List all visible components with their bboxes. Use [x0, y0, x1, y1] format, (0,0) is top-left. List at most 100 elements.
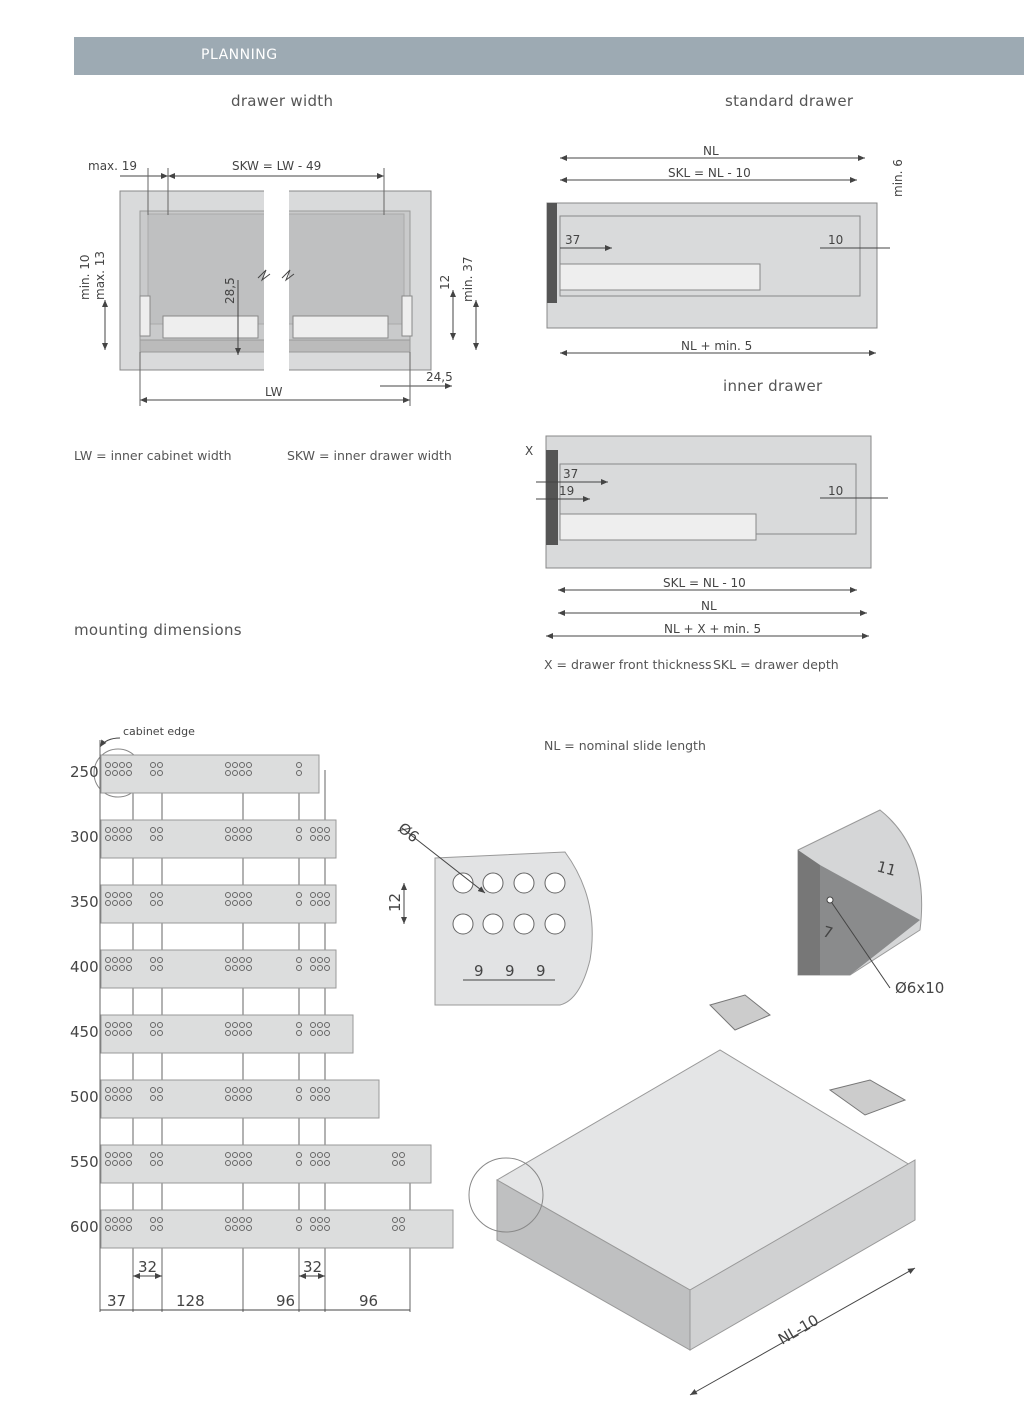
rail-hole [296, 827, 302, 833]
rail-hole [105, 1095, 111, 1101]
rail-hole [239, 762, 245, 768]
rail-hole [112, 1087, 118, 1093]
rail-hole [296, 1160, 302, 1166]
legend-x: X = drawer front thickness [544, 657, 712, 672]
rail-hole [112, 1160, 118, 1166]
rail-hole [239, 1160, 245, 1166]
rail-hole [310, 1022, 316, 1028]
rail-hole [239, 1087, 245, 1093]
hole-detail-diagram: Ø6 12 9 9 9 [386, 819, 593, 1006]
dim-lw: LW [265, 385, 283, 399]
rail-hole [246, 1217, 252, 1223]
section-header: PLANNING [74, 37, 1024, 75]
std-skl: SKL = NL - 10 [668, 166, 751, 180]
rail-hole [105, 1087, 111, 1093]
rail-hole [317, 1217, 323, 1223]
hole-9a: 9 [474, 962, 484, 980]
rail-hole [150, 835, 156, 841]
rail-hole [310, 1225, 316, 1231]
legend-lw: LW = inner cabinet width [74, 448, 232, 463]
rail-hole [112, 1217, 118, 1223]
rail-hole [225, 1087, 231, 1093]
rail-hole [324, 892, 330, 898]
rail-hole [119, 900, 125, 906]
rail-hole [105, 1152, 111, 1158]
rail-hole [157, 1160, 163, 1166]
rail-hole [112, 1022, 118, 1028]
rail-hole [296, 770, 302, 776]
rail-hole [239, 1152, 245, 1158]
rail-hole [157, 770, 163, 776]
rail-hole [112, 1030, 118, 1036]
rail-hole [225, 900, 231, 906]
inner-10: 10 [828, 484, 843, 498]
rail-strip [100, 754, 320, 794]
rail-hole [246, 1022, 252, 1028]
rail-hole [105, 835, 111, 841]
rail-length-label: 400 [70, 958, 99, 976]
rail-hole [317, 1152, 323, 1158]
rail-hole [105, 770, 111, 776]
rail-hole [246, 1087, 252, 1093]
rail-hole [157, 835, 163, 841]
standard-drawer-title: standard drawer [725, 92, 854, 110]
rail-hole [324, 1022, 330, 1028]
legend-nl: NL = nominal slide length [544, 738, 706, 753]
rail-hole [126, 900, 132, 906]
rail-hole [324, 1225, 330, 1231]
rail-hole [112, 892, 118, 898]
rail-hole [150, 900, 156, 906]
rail-strip [100, 1209, 454, 1249]
std-nl-min5: NL + min. 5 [681, 339, 752, 353]
inner-nl-x-min5: NL + X + min. 5 [664, 622, 761, 636]
rail-hole [296, 1087, 302, 1093]
rail-hole [119, 1022, 125, 1028]
rail-hole [105, 1160, 111, 1166]
rail-hole [105, 1030, 111, 1036]
rail-hole [310, 1152, 316, 1158]
rail-hole [317, 892, 323, 898]
rail-hole [225, 827, 231, 833]
std-37: 37 [565, 233, 580, 247]
rail-hole [126, 1152, 132, 1158]
rail-hole [310, 957, 316, 963]
rail-hole [150, 892, 156, 898]
rail-hole [239, 957, 245, 963]
std-nl: NL [703, 144, 719, 158]
standard-drawer-diagram: NL SKL = NL - 10 min. 6 37 10 NL + min. … [546, 144, 905, 356]
rail-hole [112, 900, 118, 906]
cabinet-edge-label: cabinet edge [123, 725, 195, 738]
rail-hole [119, 1160, 125, 1166]
rail-hole [105, 1225, 111, 1231]
rail-hole [239, 892, 245, 898]
corner-detail-diagram: 11 7 Ø6x10 [797, 809, 944, 997]
rail-hole [225, 965, 231, 971]
rail-hole [246, 827, 252, 833]
rail-hole [310, 892, 316, 898]
inner-drawer-diagram: X 37 19 10 SKL = NL - 10 NL NL + X + min… [525, 435, 888, 639]
dim-96a: 96 [276, 1292, 295, 1310]
rail-hole [126, 1217, 132, 1223]
rail-hole [317, 957, 323, 963]
rail-hole [119, 762, 125, 768]
rail-hole [246, 900, 252, 906]
rail-hole [150, 1087, 156, 1093]
rail-hole [232, 835, 238, 841]
rail-hole [126, 827, 132, 833]
corner-11: 11 [875, 857, 898, 879]
rail-hole [112, 827, 118, 833]
rail-hole [157, 900, 163, 906]
rail-hole [126, 1087, 132, 1093]
rail-hole [310, 965, 316, 971]
rail-hole [296, 1095, 302, 1101]
inner-x: X [525, 444, 533, 458]
rail-hole [239, 1030, 245, 1036]
inner-nl: NL [701, 599, 717, 613]
legend-skw: SKW = inner drawer width [287, 448, 452, 463]
rail-hole [239, 835, 245, 841]
rail-hole [317, 900, 323, 906]
drawer-nl-10: NL-10 [775, 1311, 822, 1349]
rail-hole [310, 1030, 316, 1036]
rail-hole [126, 892, 132, 898]
rail-hole [157, 1152, 163, 1158]
